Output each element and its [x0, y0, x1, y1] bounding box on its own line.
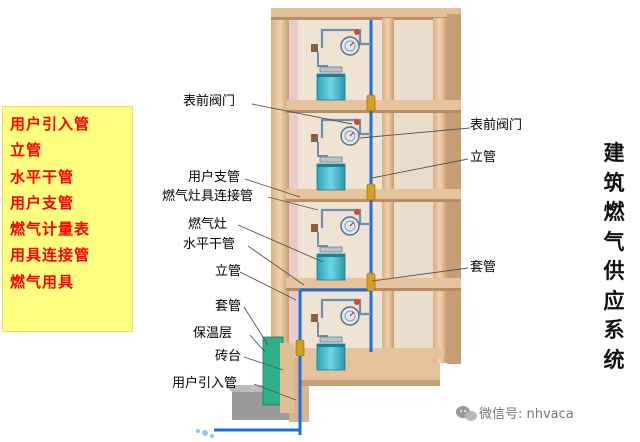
label-meter-valve-right: 表前阀门 — [470, 118, 523, 133]
legend-box: 用户引入管 立管 水平干管 用户支管 燃气计量表 用具连接管 燃气用具 — [2, 106, 133, 332]
title-char: 统 — [603, 346, 625, 372]
meter-valve — [354, 29, 360, 35]
gas-stove — [319, 156, 343, 163]
floor-unit — [311, 118, 371, 191]
legend-item: 用户引入管 — [10, 115, 91, 133]
label-stove: 燃气灶 — [188, 217, 228, 232]
title-char: 筑 — [603, 169, 625, 195]
stove-connector-pipe — [317, 322, 328, 337]
meter-valve — [354, 119, 360, 125]
label-user-branch: 用户支管 — [188, 170, 241, 185]
valve — [311, 314, 318, 322]
gas-stove — [319, 66, 343, 73]
label-insulation: 保温层 — [193, 326, 233, 341]
valve — [311, 224, 318, 232]
stove-connector-pipe — [317, 142, 328, 157]
label-meter-valve-left: 表前阀门 — [183, 94, 236, 109]
title-char: 系 — [603, 317, 625, 342]
stove-connector-pipe — [317, 52, 328, 67]
label-sleeve-left: 套管 — [215, 299, 242, 314]
legend-item: 用具连接管 — [10, 246, 91, 265]
stove-cabinet — [316, 163, 346, 191]
title-char: 燃 — [603, 199, 625, 224]
floor-unit — [311, 298, 371, 371]
label-service-pipe: 用户引入管 — [172, 376, 238, 391]
floor-unit — [311, 28, 371, 101]
label-riser-right: 立管 — [470, 150, 497, 165]
vertical-title: 建 筑 燃 气 供 应 系 统 — [598, 138, 630, 374]
legend-item: 燃气用具 — [10, 272, 75, 291]
watermark: 微信号: nhvaca — [479, 407, 574, 422]
building-structure — [271, 8, 461, 422]
leader-lines — [237, 103, 471, 401]
legend-item: 用户支管 — [10, 193, 75, 212]
stove-cabinet — [316, 253, 346, 281]
label-riser-left: 立管 — [215, 264, 242, 279]
label-brick-platform: 砖台 — [215, 349, 242, 364]
valve — [311, 134, 318, 142]
riser-sleeves — [295, 94, 376, 357]
user-branch-pipe — [320, 298, 371, 318]
service-pipe — [214, 420, 302, 432]
water-splash — [196, 429, 214, 438]
stove-cabinet — [316, 343, 346, 371]
title-char: 应 — [603, 287, 625, 313]
label-stove-connector: 燃气灶具连接管 — [162, 189, 254, 204]
user-branch-pipe — [320, 118, 371, 138]
valve — [311, 44, 318, 52]
legend-item: 燃气计量表 — [10, 220, 91, 239]
label-sleeve-right: 套管 — [470, 260, 497, 275]
stove-cabinet — [316, 73, 346, 101]
gas-stove — [319, 336, 343, 343]
title-char: 气 — [603, 228, 625, 254]
legend-item: 水平干管 — [10, 167, 75, 186]
wechat-icon — [456, 406, 477, 421]
title-char: 建 — [603, 140, 625, 165]
meter-valve — [354, 209, 360, 215]
user-branch-pipe — [320, 28, 371, 48]
meter-valve — [354, 299, 360, 305]
user-branch-pipe — [320, 208, 371, 228]
brick-platform — [280, 343, 294, 413]
legend-item: 立管 — [10, 141, 43, 160]
gas-stove — [319, 246, 343, 253]
floor-unit — [311, 208, 371, 281]
label-horizontal-main: 水平干管 — [183, 237, 236, 252]
stove-connector-pipe — [317, 232, 328, 247]
title-char: 供 — [603, 258, 625, 283]
